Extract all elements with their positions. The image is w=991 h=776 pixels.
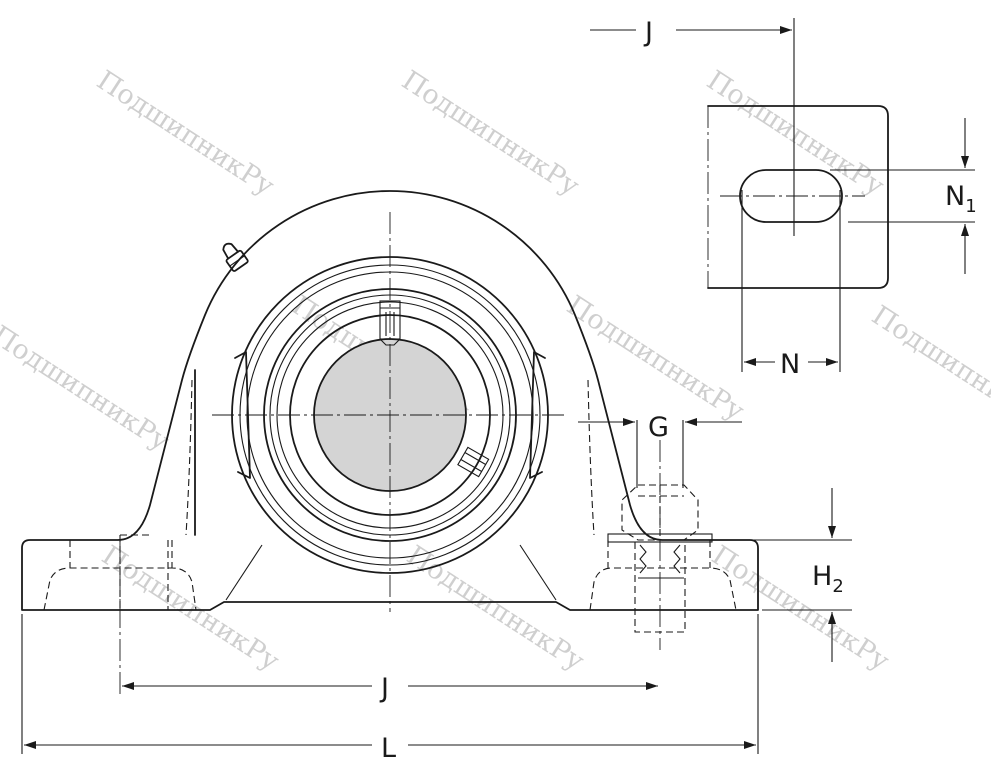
grease-fitting-tip [222, 242, 239, 260]
dim-n-label: N [780, 349, 800, 380]
bolt-hex-nut [621, 484, 699, 541]
dim-l-extensions [21, 614, 759, 754]
center-lines [119, 212, 661, 695]
watermark-2: ПодшипникРу [396, 65, 584, 202]
dim-h2-extensions [712, 539, 852, 611]
dim-n1-extensions [830, 169, 975, 223]
watermark-10: ПодшипникРу [706, 540, 894, 677]
dim-g-label: G [648, 412, 669, 443]
set-screw-angled [457, 446, 490, 478]
bolt-thread [639, 544, 681, 574]
dim-j-bottom-label: J [379, 673, 389, 704]
slot-detail [707, 18, 889, 289]
dim-g-extensions [636, 420, 684, 488]
right-retainer-tab [529, 351, 546, 479]
watermark-4: ПодшипникРу [0, 320, 175, 457]
grease-fitting-hex [225, 249, 249, 272]
dim-l-label: L [381, 733, 396, 764]
housing [21, 190, 759, 611]
dimensions: J N1 N G H2 J L [21, 17, 977, 764]
grease-fitting [222, 242, 249, 272]
watermark-9: ПодшипникРу [401, 540, 589, 677]
dim-h2-label: H2 [812, 561, 844, 597]
dim-j-top-label: J [643, 17, 653, 48]
watermark-1: ПодшипникРу [91, 65, 279, 202]
left-strut [225, 544, 263, 601]
dim-n-extensions [741, 190, 841, 372]
dim-n1-label: N1 [945, 181, 977, 217]
pedestal-hidden-right [587, 379, 595, 536]
right-foot-hidden [589, 540, 737, 611]
slot-foot-outline [707, 105, 889, 289]
watermark-7: ПодшипникРу [866, 300, 991, 437]
right-strut [519, 544, 557, 601]
watermark-8: ПодшипникРу [96, 540, 284, 677]
watermark-3: ПодшипникРу [701, 65, 889, 202]
housing-outline [21, 190, 759, 611]
watermark-6: ПодшипникРу [561, 290, 749, 427]
pedestal-hidden-left [120, 379, 193, 536]
left-foot-hidden [43, 535, 197, 611]
